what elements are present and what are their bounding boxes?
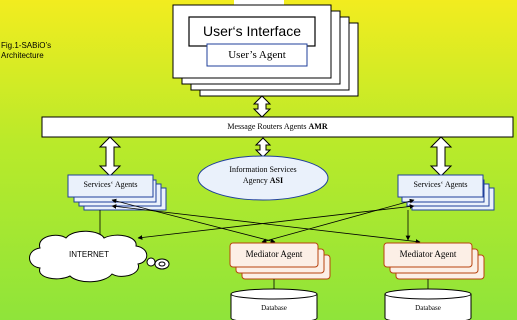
users-agent-box — [206, 43, 308, 67]
asi-agency-text: Agency — [242, 176, 268, 185]
users-agent-label: User’s Agent — [228, 49, 286, 61]
asi-line-2: Agency ASI — [198, 175, 328, 186]
caption-line-1: Fig.1-SABiO’s — [1, 41, 52, 50]
database-right-cylinder — [384, 288, 472, 320]
mediator-right-label: Mediator Agent — [399, 249, 457, 259]
mediator-left-label: Mediator Agent — [245, 249, 303, 259]
message-routers-text: Message Routers Agents — [227, 122, 307, 131]
database-left-label: Database — [261, 304, 287, 312]
asi-acronym: ASI — [269, 176, 284, 185]
double-arrow-left — [98, 136, 122, 177]
figure-caption: Fig.1-SABiO’s Architecture — [1, 41, 51, 61]
connector-arrows — [97, 198, 421, 244]
services-agents-left-label: Services‘ Agents — [83, 180, 138, 189]
internet-label: INTERNET — [69, 250, 109, 259]
internet-cloud — [29, 230, 170, 283]
double-arrow-right — [429, 136, 453, 177]
message-routers-label: Message Routers Agents AMR — [42, 122, 513, 131]
double-arrow-top — [252, 95, 272, 118]
asi-label: Information Services Agency ASI — [198, 164, 328, 186]
services-agents-right-label: Services‘ Agents — [413, 180, 468, 189]
message-routers-bar — [41, 116, 514, 138]
caption-line-2: Architecture — [1, 51, 44, 60]
services-agents-right-stack — [397, 174, 495, 211]
double-arrow-center — [254, 137, 272, 158]
asi-line-1: Information Services — [229, 165, 297, 174]
user-interface-title: User‘s Interface — [202, 23, 302, 39]
message-routers-acronym: AMR — [308, 122, 328, 131]
mediator-left-stack — [229, 242, 331, 280]
database-right-label: Database — [415, 304, 441, 312]
user-interface-stack — [172, 4, 359, 97]
mediator-right-stack — [383, 242, 485, 280]
